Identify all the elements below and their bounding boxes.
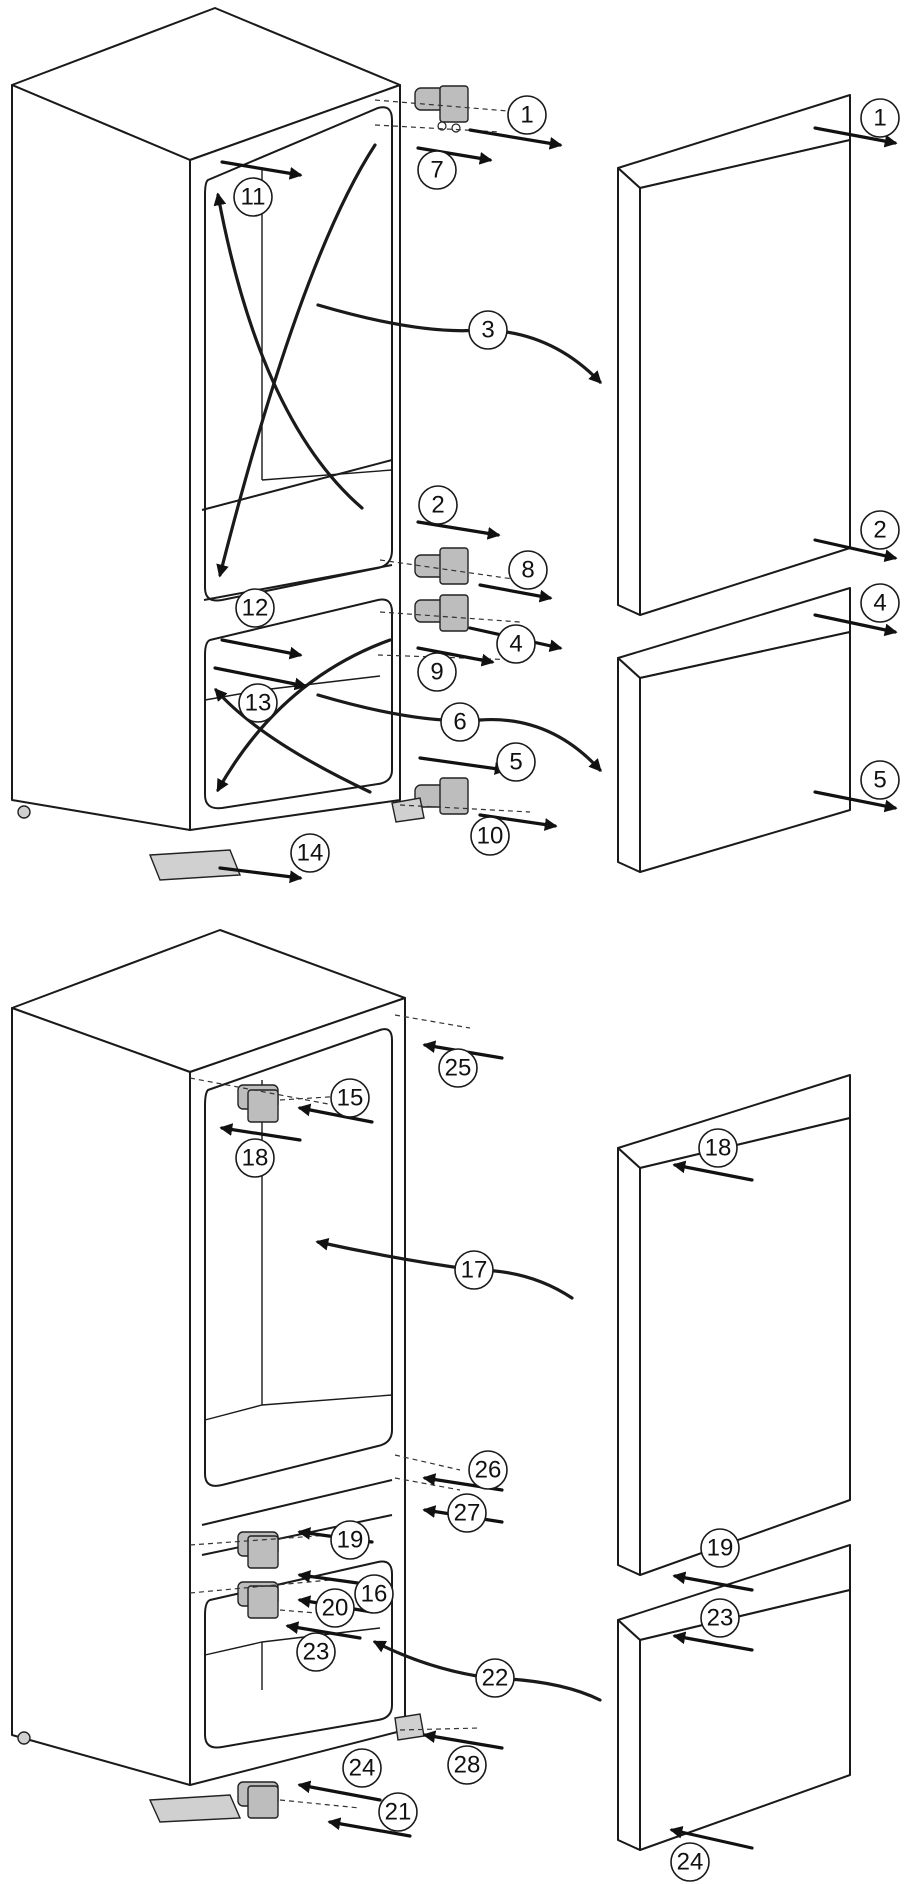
callout: 2 — [860, 510, 900, 550]
callout-label: 18 — [242, 1145, 269, 1172]
callout-label: 5 — [509, 749, 522, 776]
callout-label: 3 — [481, 317, 494, 344]
lower-hinge-top — [391, 777, 531, 823]
callout-label: 6 — [453, 709, 466, 736]
callout-label: 4 — [873, 590, 886, 617]
callout: 1 — [507, 95, 547, 135]
callout: 3 — [468, 310, 508, 350]
callout-label: 12 — [242, 595, 269, 622]
callout: 15 — [330, 1078, 370, 1118]
rotation-arrows-top — [213, 143, 392, 794]
callout: 6 — [440, 702, 480, 742]
callout: 26 — [468, 1450, 508, 1490]
callout-label: 2 — [431, 492, 444, 519]
removal-arrows-top — [213, 126, 898, 884]
callout: 14 — [290, 833, 330, 873]
callout: 10 — [470, 816, 510, 856]
callout: 2 — [418, 485, 458, 525]
callout-label: 5 — [873, 767, 886, 794]
callout: 25 — [438, 1048, 478, 1088]
callout: 5 — [496, 742, 536, 782]
upper-hinge-bottom — [189, 1014, 471, 1123]
callout-label: 26 — [475, 1457, 502, 1484]
callout: 4 — [496, 624, 536, 664]
callout: 23 — [700, 1598, 740, 1638]
callout-label: 13 — [245, 690, 272, 717]
callout: 28 — [447, 1745, 487, 1785]
callout: 9 — [417, 652, 457, 692]
lower-hinge-bottom — [237, 1713, 481, 1819]
callout: 8 — [508, 550, 548, 590]
callout-label: 9 — [430, 659, 443, 686]
callout-label: 10 — [477, 823, 504, 850]
callout: 17 — [454, 1250, 494, 1290]
fridge-cabinet-bottom — [11, 929, 406, 1823]
callout: 24 — [342, 1748, 382, 1788]
callout-label: 1 — [520, 102, 533, 129]
callout: 1 — [860, 98, 900, 138]
callout-label: 15 — [337, 1085, 364, 1112]
callout-label: 25 — [445, 1055, 472, 1082]
callout-label: 19 — [707, 1535, 734, 1562]
callout-label: 1 — [873, 105, 886, 132]
callout: 23 — [296, 1632, 336, 1672]
callout: 20 — [315, 1588, 355, 1628]
callout-label: 24 — [349, 1755, 376, 1782]
upper-door-bottom — [617, 1074, 851, 1576]
fridge-cabinet-top — [11, 7, 401, 881]
callout-label: 16 — [361, 1581, 388, 1608]
callout-label: 18 — [705, 1135, 732, 1162]
callout-label: 27 — [454, 1500, 481, 1527]
callout-label: 14 — [297, 840, 324, 867]
middle-hinge-top — [377, 547, 521, 661]
middle-hinge-bottom — [189, 1454, 461, 1619]
callout: 22 — [475, 1658, 515, 1698]
callout: 4 — [860, 583, 900, 623]
callout-label: 23 — [707, 1605, 734, 1632]
callout-label: 24 — [677, 1849, 704, 1876]
callout: 18 — [698, 1128, 738, 1168]
callout-label: 4 — [509, 631, 522, 658]
callout: 5 — [860, 760, 900, 800]
callout-label: 7 — [430, 157, 443, 184]
callout-label: 17 — [461, 1257, 488, 1284]
callout-label: 22 — [482, 1665, 509, 1692]
callout: 11 — [233, 177, 273, 217]
upper-door-top — [617, 94, 851, 616]
callout: 18 — [235, 1138, 275, 1178]
callout: 19 — [330, 1520, 370, 1560]
callout: 13 — [238, 683, 278, 723]
callout-label: 23 — [303, 1639, 330, 1666]
bottom-assembly: 25 15 18 18 17 26 27 19 19 16 20 22 23 2… — [11, 929, 851, 1882]
upper-hinge-top — [374, 85, 521, 133]
callout: 21 — [378, 1792, 418, 1832]
callout: 19 — [700, 1528, 740, 1568]
callout: 27 — [447, 1493, 487, 1533]
lower-door-bottom — [617, 1544, 851, 1851]
callout: 16 — [354, 1574, 394, 1614]
callout: 24 — [670, 1842, 710, 1882]
callout: 12 — [235, 588, 275, 628]
callout: 7 — [417, 150, 457, 190]
callout-label: 19 — [337, 1527, 364, 1554]
callout-label: 8 — [521, 557, 534, 584]
top-assembly: 1 1 7 11 3 2 2 8 12 4 4 9 13 6 5 5 10 14 — [11, 7, 900, 884]
callout-label: 20 — [322, 1595, 349, 1622]
callout-label: 21 — [385, 1799, 412, 1826]
callout-label: 11 — [241, 184, 266, 211]
lower-door-top — [617, 587, 851, 873]
callout-label: 2 — [873, 517, 886, 544]
callout-label: 28 — [454, 1752, 481, 1779]
